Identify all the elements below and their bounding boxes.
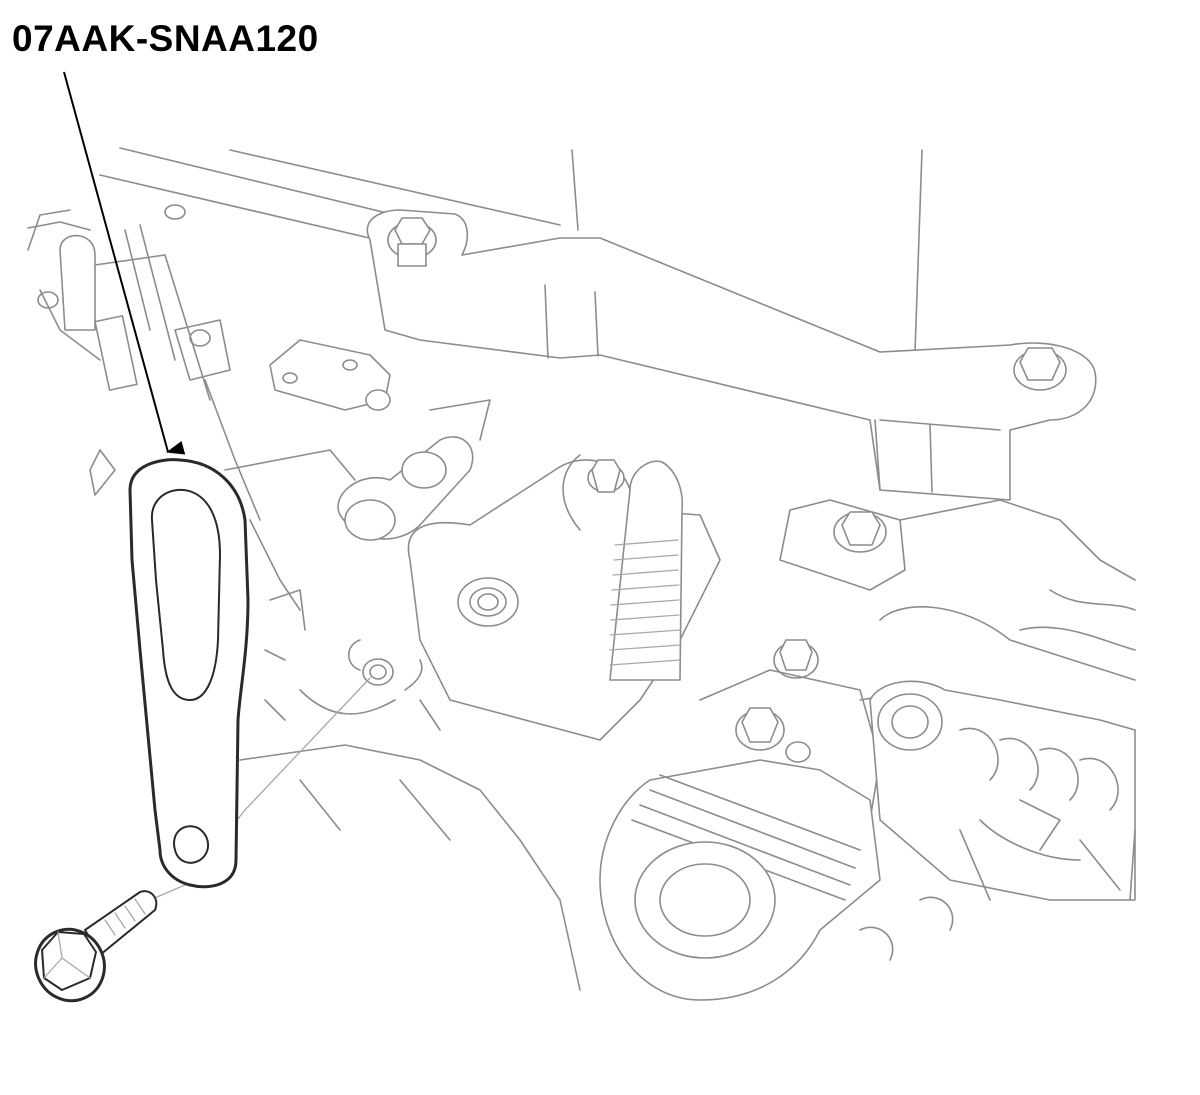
engine-hanger-bracket <box>128 458 250 889</box>
part-number-label: 07AAK-SNAA120 <box>12 18 319 59</box>
stud-threads <box>609 539 681 666</box>
leader-arrow <box>63 71 186 455</box>
flange-bolt <box>34 890 158 1003</box>
engine-block <box>27 147 1136 1001</box>
